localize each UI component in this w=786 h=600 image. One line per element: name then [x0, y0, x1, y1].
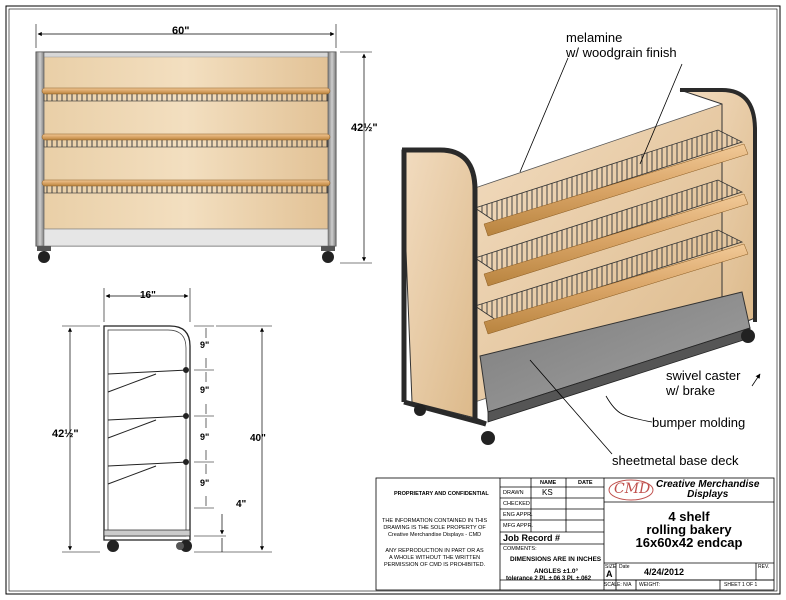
side-depth-dim: 16" — [140, 290, 156, 301]
callout-caster: swivel caster w/ brake — [666, 368, 741, 398]
company-name: Creative Merchandise Displays — [656, 479, 760, 500]
front-shelf-3 — [41, 179, 331, 194]
callout-material: melamine w/ woodgrain finish — [566, 30, 677, 60]
scale-label: SCALE: N/A — [604, 582, 632, 588]
front-view — [35, 24, 372, 264]
side-shelf-2 — [107, 413, 189, 439]
drawing-title: 4 shelf rolling bakery 16x60x42 endcap — [635, 509, 743, 550]
side-shelf-1 — [107, 367, 189, 393]
notice-1: THE INFORMATION CONTAINED IN THIS DRAWIN… — [382, 518, 488, 538]
front-shelf-1 — [41, 87, 331, 102]
front-shelf-2 — [41, 133, 331, 148]
cmd-logo: CMD — [614, 481, 651, 497]
comments-label: COMMENTS: — [503, 546, 537, 552]
size-label: SIZE — [605, 564, 617, 570]
iso-shelf-2 — [474, 179, 749, 287]
front-height-dim: 42½" — [351, 122, 378, 134]
iso-end-panel — [401, 147, 487, 427]
front-width-dim: 60" — [172, 25, 190, 37]
job-record: Job Record # — [503, 533, 561, 543]
row-checked-label: CHECKED — [503, 501, 530, 507]
title-block-frame — [375, 477, 775, 591]
row-eng-label: ENG APPR. — [503, 512, 533, 518]
front-casters — [37, 246, 335, 263]
side-inner-height-dim: 40" — [250, 433, 266, 444]
size-value: A — [606, 569, 613, 579]
side-shelf-3 — [107, 459, 189, 485]
tolerance-note: tolerance 2 PL ±.06 3 PL ±.062 — [506, 576, 592, 582]
side-height-dim: 42½" — [52, 428, 79, 440]
callout-bumper: bumper molding — [652, 415, 746, 430]
weight-label: WEIGHT: — [639, 582, 660, 588]
side-view — [62, 288, 272, 553]
base-dim: 4" — [236, 499, 247, 510]
shelf-spacing-2: 9" — [200, 385, 210, 395]
logo-ellipse — [608, 479, 654, 501]
date-label: Date — [619, 564, 630, 570]
side-casters — [107, 540, 192, 552]
notice-2: ANY REPRODUCTION IN PART OR AS A WHOLE W… — [384, 548, 486, 568]
hdr-date: DATE — [578, 480, 593, 486]
dimensions-note: DIMENSIONS ARE IN INCHES — [510, 556, 602, 563]
rev-label: REV. — [758, 564, 770, 570]
iso-shelf-1 — [474, 129, 749, 237]
shelf-spacing-1: 9" — [200, 340, 210, 350]
sheet-label: SHEET 1 OF 1 — [724, 582, 758, 588]
row-drawn-name: KS — [542, 488, 553, 497]
proprietary-label: PROPRIETARY AND CONFIDENTIAL — [394, 491, 489, 497]
date-value: 4/24/2012 — [644, 567, 685, 577]
row-drawn-label: DRAWN — [503, 490, 524, 496]
hdr-name: NAME — [540, 480, 557, 486]
callout-deck: sheetmetal base deck — [612, 453, 739, 468]
shelf-spacing-4: 9" — [200, 478, 210, 488]
iso-casters — [414, 329, 755, 445]
row-mfg-label: MFG APPR. — [503, 523, 533, 529]
shelf-spacing-3: 9" — [200, 432, 210, 442]
angles-note: ANGLES ±1.0° — [534, 568, 579, 575]
iso-view — [401, 57, 761, 455]
iso-shelf-3 — [474, 229, 749, 335]
